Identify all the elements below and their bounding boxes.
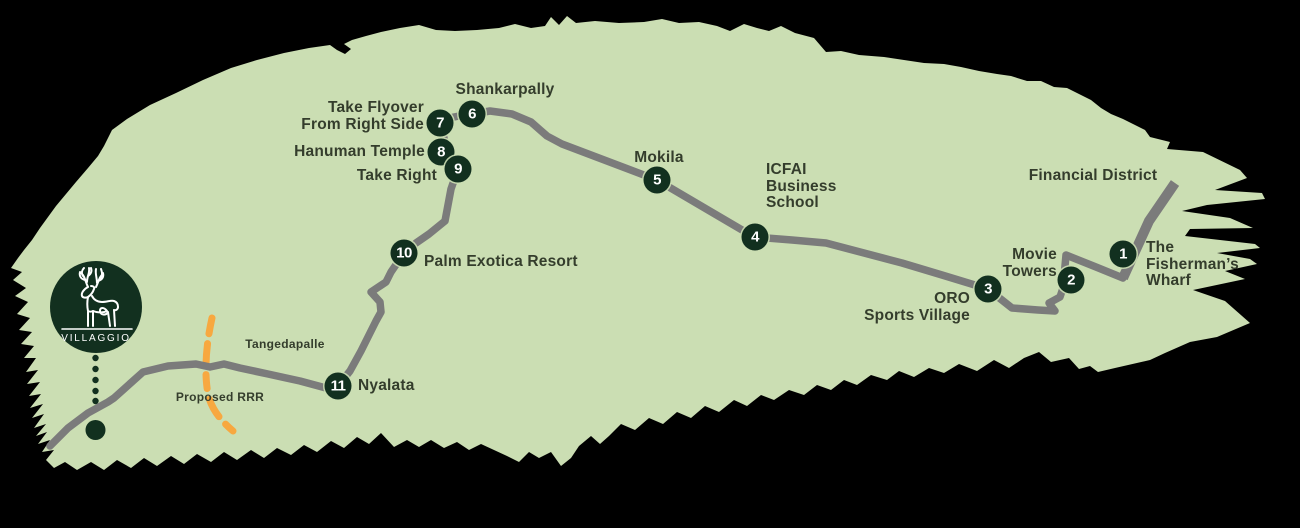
waypoint-number: 6 [468,105,476,123]
land-shape [11,16,1265,470]
route-dotted-trail [92,354,99,405]
waypoint-number: 2 [1067,271,1075,289]
waypoint-marker-5: 5 [643,166,671,194]
waypoint-marker-1: 1 [1109,240,1137,268]
label-take-flyover: Take Flyover From Right Side [301,99,424,133]
proposed-rrr-path [202,314,237,435]
map-speckle [518,464,522,468]
label-nyalata: Nyalata [358,377,415,394]
map-speckle [657,458,663,464]
label-oro-sports-village: ORO Sports Village [864,290,970,324]
waypoint-marker-10: 10 [390,239,418,267]
label-movie-towers: Movie Towers [1002,246,1057,280]
label-financial-district: Financial District [1028,167,1158,184]
label-fishermans-wharf: The Fisherman’s Wharf [1146,239,1239,289]
brand-logo-circle [50,261,142,353]
waypoint-number: 11 [330,377,346,395]
waypoint-marker-3: 3 [974,275,1002,303]
waypoint-number: 3 [984,280,992,298]
waypoint-marker-4: 4 [741,223,769,251]
label-palm-exotica: Palm Exotica Resort [424,253,578,270]
waypoint-number: 10 [396,244,412,262]
destination-dot [85,420,106,440]
stag-icon [61,267,133,330]
label-icfai: ICFAI Business School [766,161,837,211]
brand-wordmark: VILLAGGIO [61,333,131,344]
waypoint-number: 4 [751,228,759,246]
waypoint-number: 9 [454,160,462,178]
waypoint-number: 1 [1119,245,1127,263]
label-mokila: Mokila [634,149,684,166]
label-tangedapalle: Tangedapalle [245,337,325,351]
label-hanuman-temple: Hanuman Temple [294,143,425,160]
label-proposed-rrr: Proposed RRR [175,390,265,404]
label-shankarpally: Shankarpally [455,81,555,98]
waypoint-marker-11: 11 [324,372,352,400]
label-take-right: Take Right [356,167,437,184]
waypoint-marker-7: 7 [426,109,454,137]
waypoint-number: 8 [437,143,445,161]
waypoint-marker-6: 6 [458,100,486,128]
waypoint-marker-2: 2 [1057,266,1085,294]
waypoint-number: 7 [436,114,444,132]
waypoint-marker-9: 9 [444,155,472,183]
waypoint-number: 5 [653,171,661,189]
